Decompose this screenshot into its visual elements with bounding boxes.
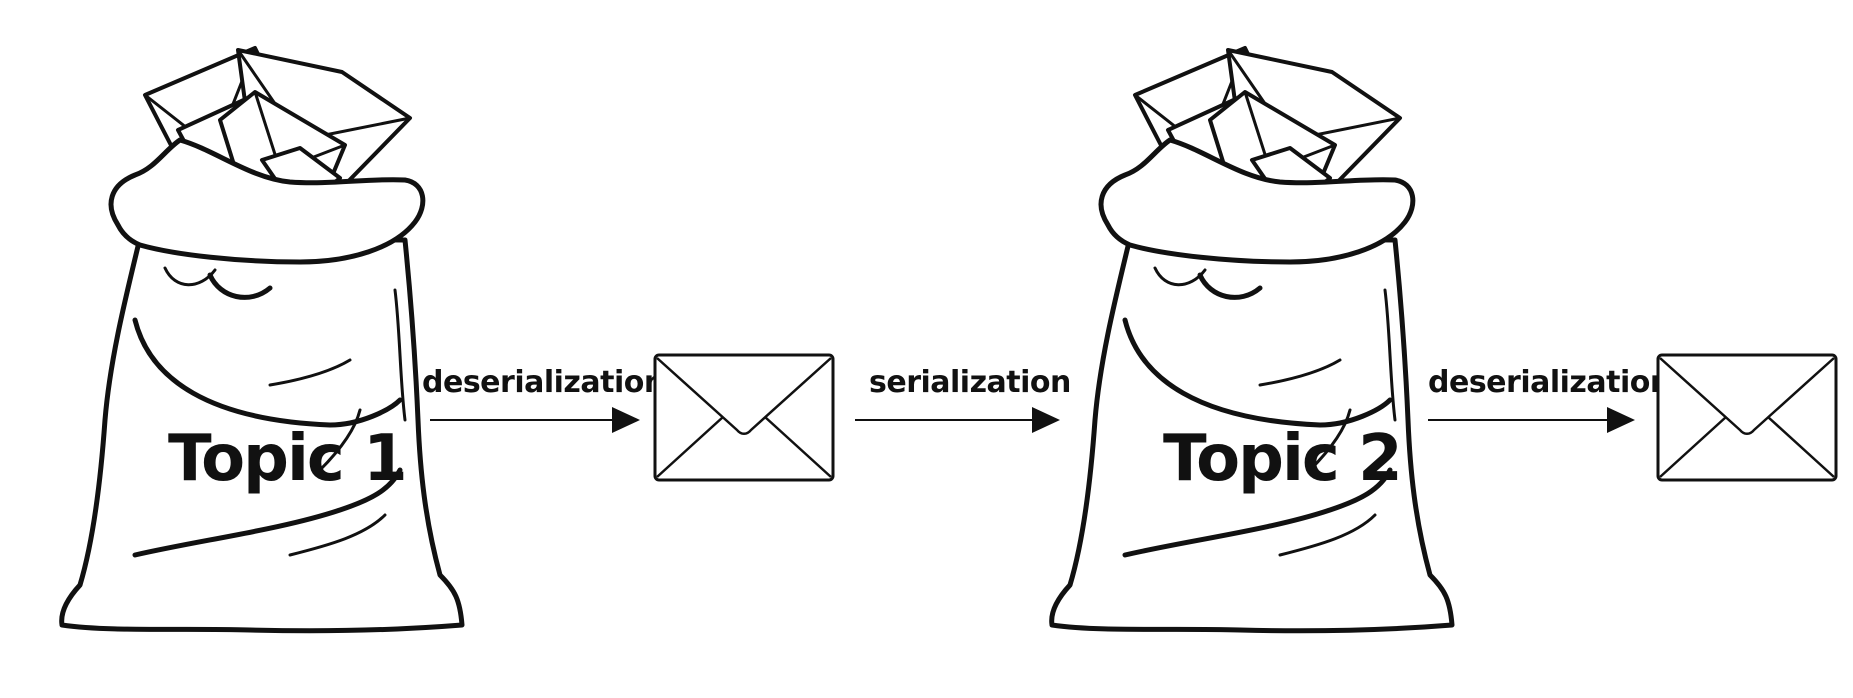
serialization-label: serialization <box>869 365 1071 400</box>
deserialization-arrow-1 <box>430 407 640 433</box>
deserialization-label-1: deserialization <box>422 365 665 400</box>
topic-1-label: Topic 1 <box>168 422 406 496</box>
deserialization-arrow-2 <box>1428 407 1635 433</box>
deserialization-label-2: deserialization <box>1428 365 1671 400</box>
topic-1-sack-icon <box>62 48 462 631</box>
topic-2-sack-icon <box>1052 48 1452 631</box>
topic-2-label: Topic 2 <box>1163 422 1401 496</box>
message-2-envelope-icon <box>1656 353 1838 482</box>
serialization-arrow <box>855 407 1060 433</box>
message-1-envelope-icon <box>653 353 835 482</box>
